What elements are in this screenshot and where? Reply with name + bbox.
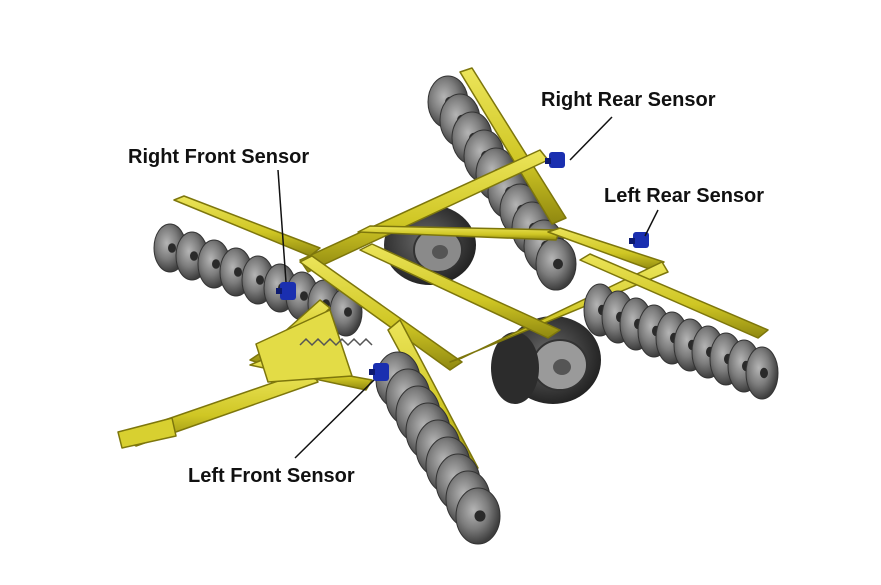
disc-hub bbox=[474, 510, 486, 522]
front-disc-gang bbox=[375, 351, 501, 545]
leader-right-rear bbox=[569, 116, 613, 161]
disc-hub bbox=[256, 275, 264, 285]
right-front-sensor bbox=[276, 282, 296, 300]
right-rear-sensor-label: Right Rear Sensor bbox=[541, 89, 716, 111]
leader-right-front bbox=[277, 169, 287, 283]
leader-left-front bbox=[294, 379, 375, 459]
sensors bbox=[276, 152, 649, 381]
hitch-plate bbox=[255, 309, 353, 383]
left-rear-sensor-label: Left Rear Sensor bbox=[604, 185, 765, 207]
leveling-spring bbox=[299, 337, 373, 347]
disc-hub bbox=[234, 267, 242, 277]
front-wheel bbox=[491, 316, 601, 404]
disc-hub bbox=[760, 367, 768, 379]
mid-frame-right bbox=[547, 227, 665, 271]
left-front-sensor bbox=[369, 363, 389, 381]
right-disc-gang bbox=[583, 283, 779, 400]
left-front-sensor-label: Left Front Sensor bbox=[188, 465, 355, 487]
disc-hub bbox=[344, 307, 352, 317]
disc-hub bbox=[168, 243, 176, 253]
disc-hub bbox=[553, 258, 563, 270]
right-arm-beam bbox=[579, 253, 769, 339]
right-rear-sensor bbox=[545, 152, 565, 168]
rear-long-beam bbox=[459, 67, 567, 225]
leader-lines bbox=[277, 116, 659, 459]
disc-hub bbox=[212, 259, 220, 269]
disc-hub bbox=[190, 251, 198, 261]
right-front-sensor-label: Right Front Sensor bbox=[128, 146, 310, 168]
hitch-end bbox=[117, 417, 177, 449]
disc-hub bbox=[300, 291, 308, 301]
center-diagonal bbox=[359, 243, 561, 339]
leader-left-rear bbox=[644, 209, 659, 237]
